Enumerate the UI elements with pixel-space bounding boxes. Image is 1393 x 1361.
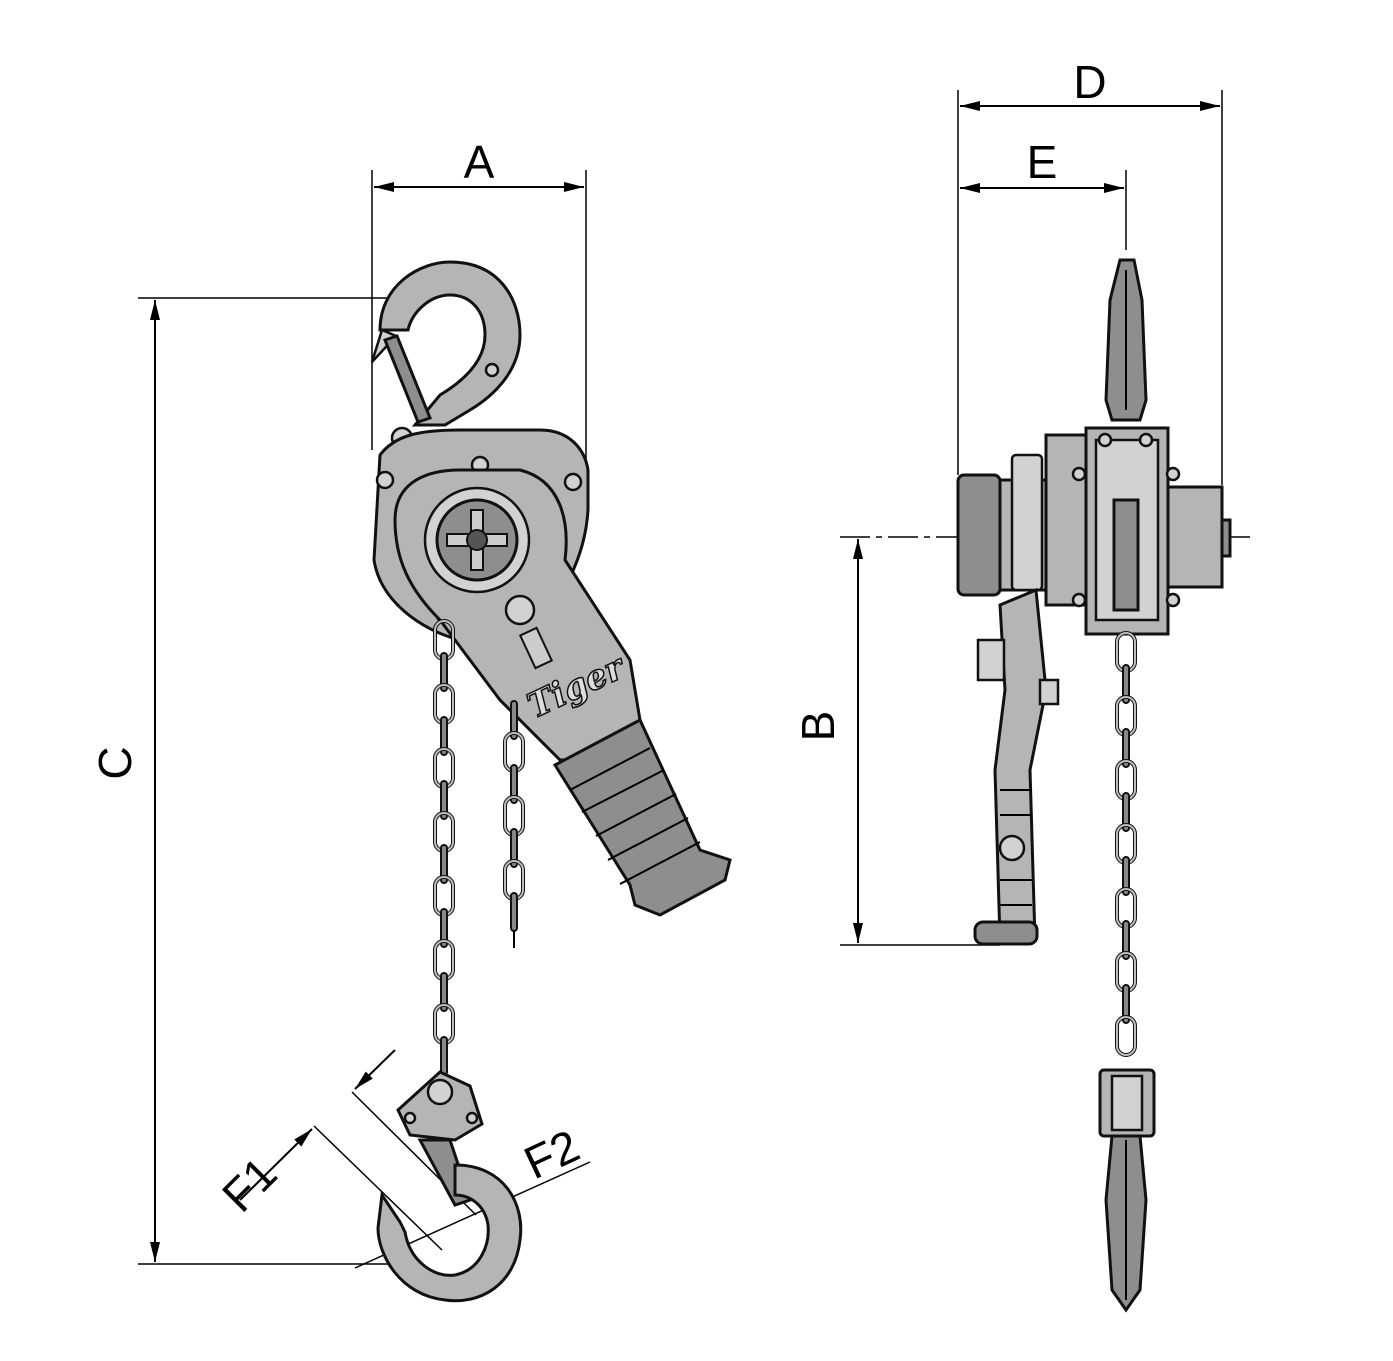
label-d: D bbox=[1073, 56, 1106, 108]
side-lever bbox=[973, 587, 1060, 946]
top-hook bbox=[370, 260, 522, 450]
dimension-e: E bbox=[960, 136, 1127, 250]
front-view: A C F1 F2 bbox=[89, 136, 732, 1303]
side-top-hook bbox=[1104, 258, 1148, 422]
side-bottom-hook bbox=[1098, 1068, 1156, 1313]
label-c: C bbox=[89, 746, 141, 779]
load-chain bbox=[433, 619, 455, 1076]
handle-grip-ribs bbox=[569, 747, 701, 885]
dimension-c: C bbox=[89, 297, 410, 1265]
label-f2: F2 bbox=[516, 1119, 587, 1189]
label-b: B bbox=[792, 711, 844, 742]
label-e: E bbox=[1027, 136, 1058, 188]
bottom-hook bbox=[376, 1070, 523, 1303]
side-body bbox=[956, 426, 1232, 636]
dimension-a: A bbox=[371, 136, 587, 460]
dimension-b: B bbox=[792, 536, 1250, 946]
side-chain bbox=[1115, 631, 1137, 1057]
label-a: A bbox=[464, 136, 495, 188]
slack-chain bbox=[503, 700, 525, 948]
side-view: D E B bbox=[792, 56, 1250, 1313]
selector-knob bbox=[423, 486, 554, 670]
label-f1: F1 bbox=[212, 1147, 287, 1222]
dimension-d: D bbox=[957, 56, 1223, 485]
